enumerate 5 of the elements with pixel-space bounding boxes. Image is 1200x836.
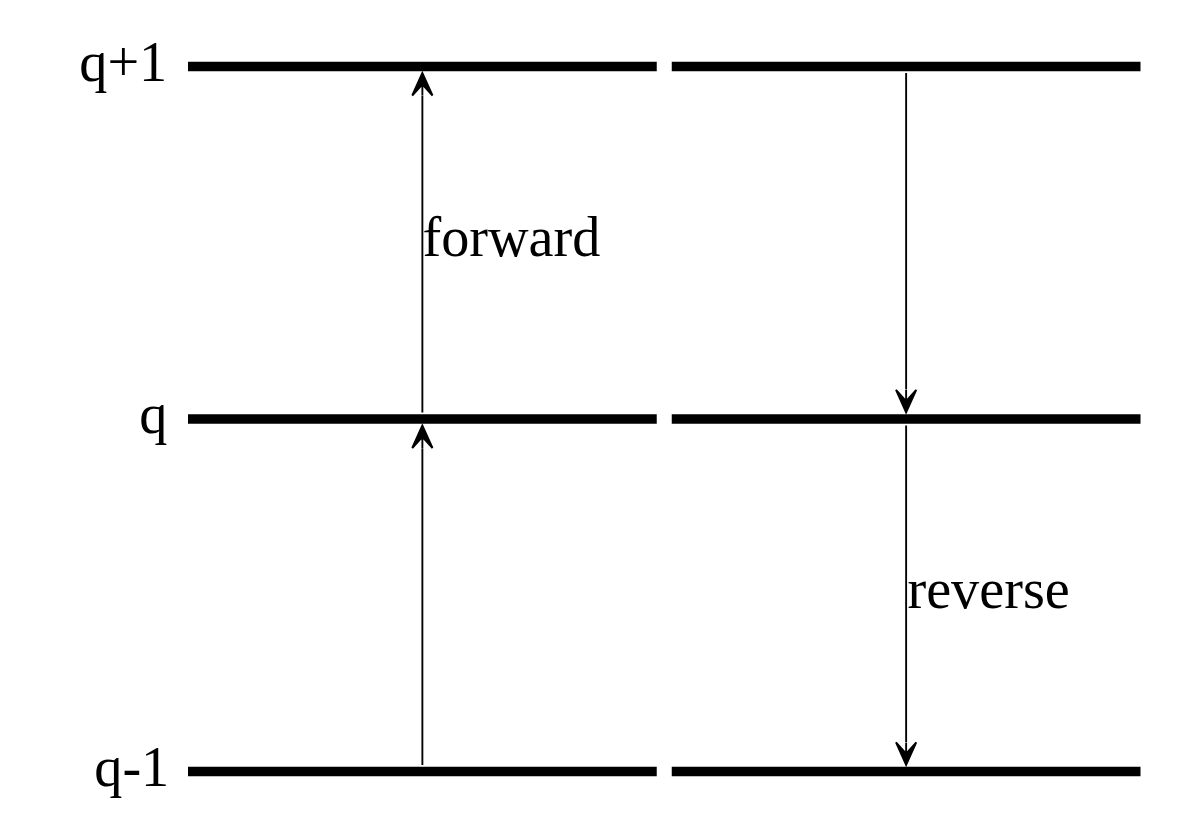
edge-label: reverse xyxy=(906,558,1070,621)
node-label: q+1 xyxy=(78,30,167,93)
node-label: q-1 xyxy=(93,735,169,798)
node-label: q xyxy=(138,383,167,445)
edge-label: forward xyxy=(421,205,600,268)
